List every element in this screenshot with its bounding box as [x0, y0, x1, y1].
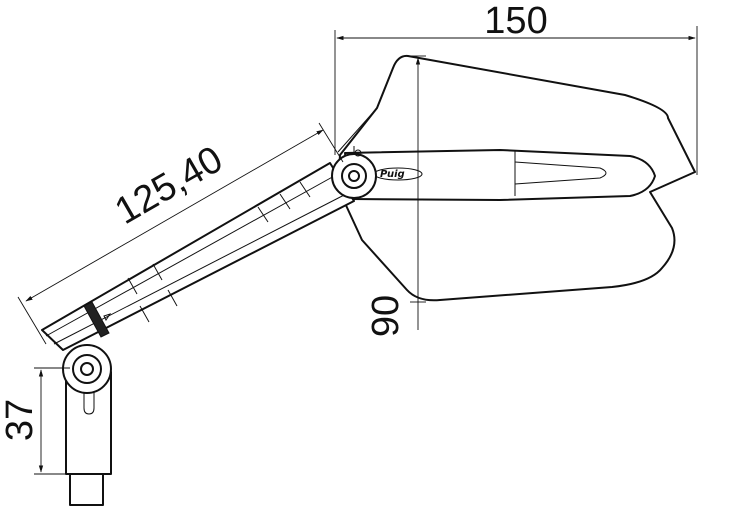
dimension-width-label: 150 [484, 0, 547, 42]
brand-label: Puig [380, 169, 405, 180]
knurled-collar [83, 301, 110, 338]
mirror-stem: Puig [344, 149, 656, 201]
dimension-mount-height-label: 37 [0, 399, 41, 441]
dimension-mirror-height: 90 [365, 55, 426, 337]
dimension-arm-length: 125,40 [17, 122, 344, 345]
dimension-width: 150 [334, 0, 698, 175]
base-mount [62, 344, 112, 506]
dimension-mirror-height-label: 90 [365, 295, 407, 337]
dimension-mount-height: 37 [0, 367, 70, 475]
upper-pivot [331, 146, 377, 199]
